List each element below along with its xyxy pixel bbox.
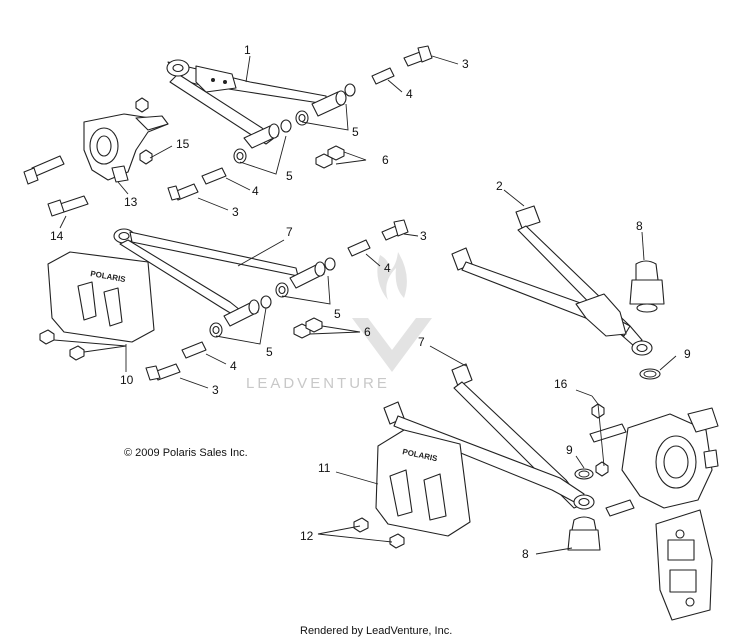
callout-5-upper-right: 5 bbox=[352, 125, 359, 139]
bolt-14[interactable] bbox=[47, 195, 89, 217]
lower-a-arm-left[interactable] bbox=[113, 228, 299, 315]
ball-joint-lower[interactable] bbox=[567, 516, 601, 551]
brake-caliper[interactable] bbox=[655, 509, 713, 621]
callout-4-mid-right: 4 bbox=[384, 261, 391, 275]
callout-3-upper-left: 3 bbox=[232, 205, 239, 219]
bolt-knuckle-right-upper[interactable] bbox=[589, 423, 627, 443]
callout-15: 15 bbox=[176, 137, 190, 151]
callout-6-upper: 6 bbox=[382, 153, 389, 167]
callout-10: 10 bbox=[120, 373, 134, 387]
callout-4-lower-left: 4 bbox=[230, 359, 237, 373]
snap-ring-upper[interactable] bbox=[639, 368, 661, 380]
bolt-upper-right[interactable] bbox=[403, 45, 433, 67]
callout-14: 14 bbox=[50, 229, 64, 243]
callout-9-lower: 9 bbox=[566, 443, 573, 457]
bushing-set-lower-left[interactable] bbox=[209, 257, 336, 338]
callout-16: 16 bbox=[554, 377, 568, 391]
callout-2: 2 bbox=[496, 179, 503, 193]
spindle-knuckle-left[interactable] bbox=[83, 113, 169, 183]
skid-guard-right[interactable]: POLARIS bbox=[375, 429, 471, 537]
nut-15[interactable] bbox=[139, 149, 153, 165]
skid-guard-left[interactable]: POLARIS bbox=[47, 251, 155, 343]
ball-joint-upper[interactable] bbox=[629, 260, 665, 313]
snap-ring-lower[interactable] bbox=[574, 468, 594, 480]
sleeve-lower-left[interactable] bbox=[181, 341, 207, 359]
copyright-text: © 2009 Polaris Sales Inc. bbox=[124, 447, 248, 459]
callout-6-lower: 6 bbox=[364, 325, 371, 339]
sleeve-upper-left[interactable] bbox=[201, 167, 227, 185]
bolt-upper-left[interactable] bbox=[167, 183, 199, 201]
bushing-set-upper-left[interactable] bbox=[233, 83, 356, 164]
sleeve-mid-right[interactable] bbox=[347, 239, 371, 257]
callout-8-upper: 8 bbox=[636, 219, 643, 233]
bolt-16-lower[interactable] bbox=[595, 461, 609, 477]
watermark-text: LEADVENTURE bbox=[246, 375, 390, 392]
nut-pair-lower[interactable] bbox=[293, 317, 323, 339]
bolt-knuckle-right-lower[interactable] bbox=[605, 499, 635, 517]
callout-5-upper-left: 5 bbox=[286, 169, 293, 183]
callout-7-right: 7 bbox=[418, 335, 425, 349]
callout-1: 1 bbox=[244, 43, 251, 57]
callout-9-upper: 9 bbox=[684, 347, 691, 361]
callout-3-mid-right: 3 bbox=[420, 229, 427, 243]
upper-a-arm-right[interactable] bbox=[451, 205, 653, 356]
callout-3-lower-left: 3 bbox=[212, 383, 219, 397]
bolt-lower-left[interactable] bbox=[145, 363, 181, 381]
bolt-knuckle-left[interactable] bbox=[23, 155, 65, 185]
callout-12: 12 bbox=[300, 529, 314, 543]
spindle-knuckle-right[interactable] bbox=[621, 407, 719, 509]
callout-5-lower-left: 5 bbox=[266, 345, 273, 359]
callout-13: 13 bbox=[124, 195, 138, 209]
screw-pair-right[interactable] bbox=[353, 517, 405, 549]
callout-leaders bbox=[53, 55, 677, 555]
callout-8-lower: 8 bbox=[522, 547, 529, 561]
callout-7-left: 7 bbox=[286, 225, 293, 239]
callout-numbers: 1 3 4 5 5 4 3 6 15 13 14 7 3 4 5 5 4 3 6… bbox=[50, 43, 691, 561]
nut-knuckle-top[interactable] bbox=[135, 97, 149, 113]
watermark: LEADVENTURE bbox=[246, 252, 432, 392]
callout-5-lower-right: 5 bbox=[334, 307, 341, 321]
footer-text: Rendered by LeadVenture, Inc. bbox=[300, 625, 452, 637]
sleeve-upper-right[interactable] bbox=[371, 67, 395, 85]
upper-a-arm-left[interactable] bbox=[166, 59, 327, 145]
callout-4-upper-right: 4 bbox=[406, 87, 413, 101]
screw-pair-left[interactable] bbox=[39, 329, 85, 361]
nut-pair-upper[interactable] bbox=[315, 145, 345, 169]
bolt-mid-right[interactable] bbox=[381, 219, 409, 241]
callout-4-upper-left: 4 bbox=[252, 184, 259, 198]
lower-a-arm-right[interactable] bbox=[383, 363, 595, 510]
callout-3-upper-right: 3 bbox=[462, 57, 469, 71]
callout-11: 11 bbox=[318, 461, 331, 475]
